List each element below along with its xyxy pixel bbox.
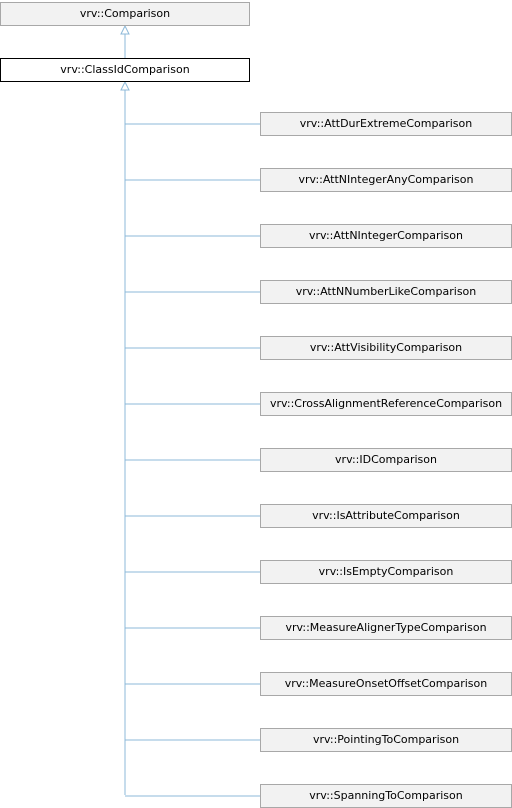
derived-class-node[interactable]: vrv::AttNIntegerComparison (260, 224, 512, 248)
derived-class-node[interactable]: vrv::MeasureOnsetOffsetComparison (260, 672, 512, 696)
derived-class-node[interactable]: vrv::IsEmptyComparison (260, 560, 512, 584)
derived-class-node[interactable]: vrv::AttNIntegerAnyComparison (260, 168, 512, 192)
arrowhead-icon (120, 24, 130, 35)
derived-class-node[interactable]: vrv::SpanningToComparison (260, 784, 512, 808)
base-class-node[interactable]: vrv::Comparison (0, 2, 250, 26)
current-class-node: vrv::ClassIdComparison (0, 58, 250, 82)
derived-class-node[interactable]: vrv::MeasureAlignerTypeComparison (260, 616, 512, 640)
derived-class-node[interactable]: vrv::IsAttributeComparison (260, 504, 512, 528)
derived-class-node[interactable]: vrv::PointingToComparison (260, 728, 512, 752)
derived-class-node[interactable]: vrv::AttVisibilityComparison (260, 336, 512, 360)
derived-class-node[interactable]: vrv::AttNNumberLikeComparison (260, 280, 512, 304)
arrowhead-icon (120, 80, 130, 91)
derived-class-node[interactable]: vrv::AttDurExtremeComparison (260, 112, 512, 136)
derived-class-node[interactable]: vrv::CrossAlignmentReferenceComparison (260, 392, 512, 416)
derived-class-node[interactable]: vrv::IDComparison (260, 448, 512, 472)
